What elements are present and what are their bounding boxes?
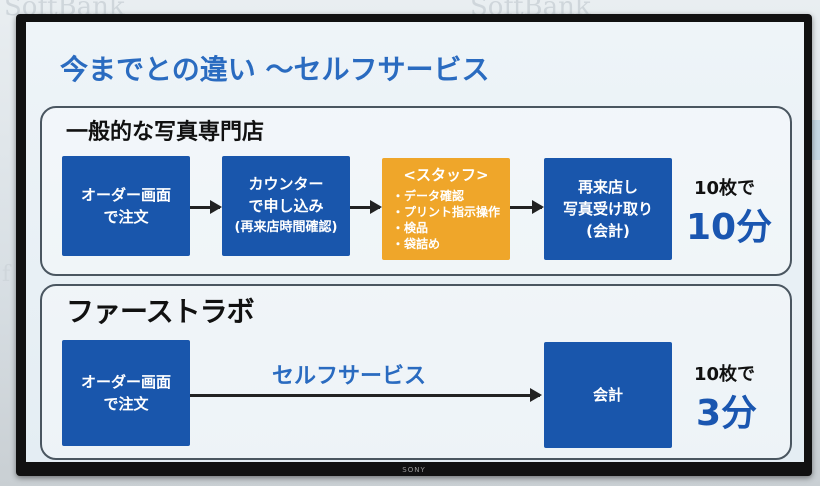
arrow-right-icon — [350, 200, 382, 214]
step-line: 会計 — [592, 386, 623, 404]
self-service-label: セルフサービス — [272, 364, 427, 389]
firstlab-logo: ファーストラボ — [66, 295, 255, 328]
general-count-label: 10枚で — [694, 178, 756, 199]
staff-title: <スタッフ> — [403, 166, 489, 184]
step-line: で申し込み — [248, 197, 324, 215]
tv-monitor: 今までとの違い 〜セルフサービス 一般的な写真専門店 オーダー画面 で注文 カウ… — [16, 14, 812, 476]
step-line: 再来店し — [577, 178, 638, 196]
step-line: オーダー画面 — [80, 373, 171, 391]
slide-screen: 今までとの違い 〜セルフサービス 一般的な写真専門店 オーダー画面 で注文 カウ… — [26, 22, 804, 462]
firstlab-step-order-screen: オーダー画面 で注文 — [62, 340, 190, 446]
general-store-heading: 一般的な写真専門店 — [66, 120, 265, 145]
step-receive-photos: 再来店し 写真受け取り (会計) — [544, 158, 672, 260]
arrow-right-icon — [510, 200, 544, 214]
step-line: カウンター — [248, 175, 324, 193]
step-counter: カウンター で申し込み (再来店時間確認) — [222, 156, 350, 256]
staff-task: ・袋詰め — [392, 237, 441, 251]
step-note: (再来店時間確認) — [234, 220, 338, 235]
firstlab-step-payment: 会計 — [544, 342, 672, 448]
step-staff: <スタッフ> ・データ確認 ・プリント指示操作 ・検品 ・袋詰め — [382, 158, 510, 260]
arrow-right-icon — [190, 200, 222, 214]
step-line: 写真受け取り — [562, 200, 653, 218]
slide-title: 今までとの違い 〜セルフサービス — [60, 53, 490, 86]
staff-task: ・検品 — [392, 221, 429, 235]
step-line: で注文 — [103, 395, 149, 413]
tv-brand-logo: SONY — [402, 466, 426, 474]
step-line: で注文 — [103, 208, 149, 226]
firstlab-count-label: 10枚で — [694, 364, 756, 385]
staff-task: ・データ確認 — [392, 189, 465, 203]
step-line: (会計) — [586, 222, 630, 240]
step-line: オーダー画面 — [80, 186, 171, 204]
brand-text-side: f — [2, 262, 11, 287]
staff-task: ・プリント指示操作 — [392, 205, 501, 219]
arrow-right-icon — [190, 388, 542, 402]
step-order-screen: オーダー画面 で注文 — [62, 156, 190, 256]
general-time: 10分 — [686, 207, 773, 248]
firstlab-time: 3分 — [696, 393, 758, 434]
